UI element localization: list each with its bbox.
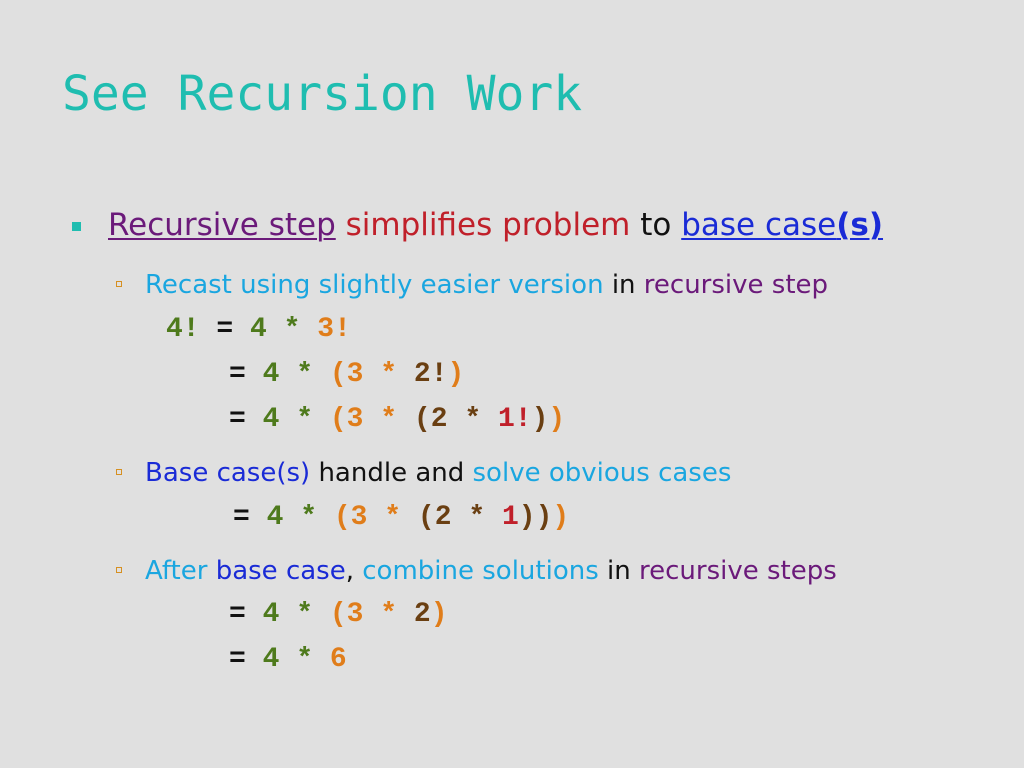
- recursive-step-term: Recursive step: [108, 207, 336, 243]
- code-line-2: = 4 * (3 * 2!): [229, 359, 465, 390]
- code-line-3: = 4 * (3 * (2 * 1!)): [229, 404, 566, 435]
- to-text: to: [640, 207, 672, 243]
- hollow-square-bullet-icon: [116, 567, 122, 573]
- code-line-1: 4! = 4 * 3!: [166, 314, 351, 345]
- code-line-4: = 4 * (3 * (2 * 1))): [233, 502, 570, 533]
- hollow-square-bullet-icon: [116, 469, 122, 475]
- code-line-6: = 4 * 6: [229, 644, 347, 675]
- base-case-term: base case(s): [681, 207, 884, 243]
- hollow-square-bullet-icon: [116, 281, 122, 287]
- slide-title: See Recursion Work: [62, 66, 583, 122]
- sub-bullet-recast-text: Recast using slightly easier version in …: [145, 270, 829, 300]
- sub-bullet-base-case-text: Base case(s) handle and solve obvious ca…: [145, 458, 732, 488]
- code-line-5: = 4 * (3 * 2): [229, 599, 448, 630]
- simplifies-problem-text: simplifies problem: [345, 207, 631, 243]
- sub-bullet-after-text: After base case, combine solutions in re…: [145, 556, 837, 586]
- square-bullet-icon: [72, 222, 81, 231]
- main-bullet-text: Recursive step simplifies problem to bas…: [108, 210, 883, 241]
